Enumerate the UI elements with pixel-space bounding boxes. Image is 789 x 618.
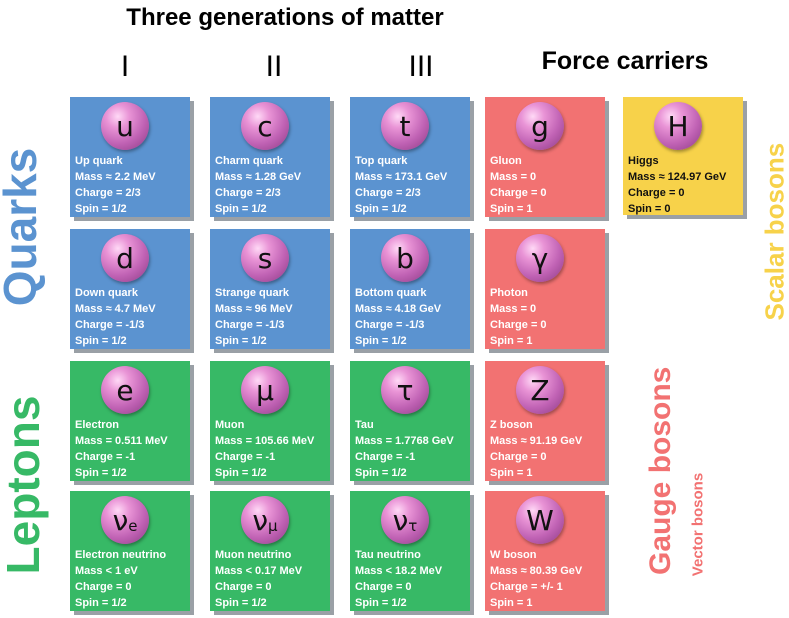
particle-sphere-icon: t	[381, 102, 429, 150]
particle-sphere-icon: μ	[241, 366, 289, 414]
force-carriers-label: Force carriers	[541, 47, 709, 75]
particle-sphere-icon: H	[654, 102, 702, 150]
particle-sphere-icon: e	[101, 366, 149, 414]
particle-sphere-icon: d	[101, 234, 149, 282]
particle-sphere-icon: s	[241, 234, 289, 282]
particle-sphere-icon: Z	[516, 366, 564, 414]
gauge-bosons-label: Gauge bosons	[644, 366, 677, 575]
particle-sphere-icon: u	[101, 102, 149, 150]
particle-sphere-icon: g	[516, 102, 564, 150]
particle-sphere-icon: γ	[516, 234, 564, 282]
generation-3-label: III	[408, 50, 434, 83]
particle-sphere-icon: c	[241, 102, 289, 150]
leptons-label: Leptons	[0, 395, 49, 575]
particle-sphere-icon: W	[516, 496, 564, 544]
quarks-label: Quarks	[0, 147, 46, 307]
generation-2-label: II	[265, 50, 283, 83]
vector-bosons-label: Vector bosons	[689, 472, 707, 577]
particle-sphere-icon: b	[381, 234, 429, 282]
scalar-bosons-label: Scalar bosons	[759, 142, 789, 321]
page-title: Three generations of matter	[126, 4, 444, 31]
generation-1-label: I	[120, 50, 130, 83]
particle-sphere-icon: τ	[381, 366, 429, 414]
